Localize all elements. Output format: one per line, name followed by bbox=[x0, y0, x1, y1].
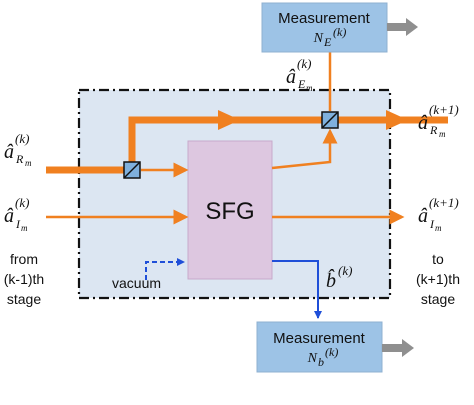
from-stage-label: from (k-1)th stage bbox=[4, 251, 44, 307]
measurement-top-title: Measurement bbox=[278, 10, 371, 27]
measurement-bottom-title: Measurement bbox=[273, 330, 366, 347]
svg-text:â: â bbox=[418, 112, 428, 134]
svg-text:(k+1): (k+1) bbox=[429, 195, 459, 210]
measurement-top-subscript: E bbox=[323, 35, 332, 49]
sfg-label: SFG bbox=[205, 198, 254, 225]
svg-text:R: R bbox=[15, 152, 24, 166]
svg-text:â: â bbox=[4, 141, 14, 163]
svg-text:(k+1): (k+1) bbox=[429, 102, 459, 117]
svg-text:(k+1)th: (k+1)th bbox=[416, 271, 460, 287]
label-a-rm-in: â (k) R m bbox=[4, 131, 32, 168]
svg-text:(k): (k) bbox=[338, 263, 352, 278]
label-b: b̂ (k) bbox=[326, 263, 352, 292]
measurement-bottom-symbol: N bbox=[307, 351, 318, 366]
vacuum-beam bbox=[145, 258, 185, 280]
svg-text:b̂: b̂ bbox=[326, 268, 336, 292]
svg-text:â: â bbox=[418, 205, 428, 227]
svg-text:â: â bbox=[4, 205, 14, 227]
svg-text:m: m bbox=[306, 83, 313, 93]
to-stage-label: to (k+1)th stage bbox=[416, 251, 460, 307]
measurement-bottom-subscript: b bbox=[318, 355, 324, 369]
label-a-im-in: â (k) I m bbox=[4, 195, 29, 233]
svg-text:stage: stage bbox=[7, 291, 41, 307]
svg-text:E: E bbox=[297, 77, 306, 91]
measurement-bottom-superscript: (k) bbox=[325, 345, 338, 359]
b-output-beam bbox=[272, 260, 322, 319]
r-upper-arrowhead bbox=[218, 110, 240, 130]
svg-text:I: I bbox=[429, 217, 435, 231]
measurement-bottom-box bbox=[256, 321, 383, 373]
svg-text:stage: stage bbox=[421, 291, 455, 307]
label-a-im-out: â (k+1) I m bbox=[418, 195, 459, 233]
svg-text:(k): (k) bbox=[297, 56, 311, 71]
svg-text:m: m bbox=[25, 158, 32, 168]
svg-text:(k-1)th: (k-1)th bbox=[4, 271, 44, 287]
measurement-top-symbol: N bbox=[313, 31, 324, 46]
measurement-bottom-output-arrow bbox=[382, 339, 414, 357]
svg-text:(k): (k) bbox=[15, 131, 29, 146]
svg-text:I: I bbox=[15, 217, 21, 231]
svg-text:R: R bbox=[429, 123, 438, 137]
label-a-rm-out: â (k+1) R m bbox=[418, 102, 459, 139]
svg-text:m: m bbox=[439, 129, 446, 139]
svg-text:m: m bbox=[435, 223, 442, 233]
svg-text:m: m bbox=[21, 223, 28, 233]
r-output-arrowhead bbox=[386, 110, 408, 130]
beam-splitter-right bbox=[321, 111, 339, 129]
beam-splitter-left bbox=[123, 161, 141, 179]
vacuum-label: vacuum bbox=[112, 275, 161, 291]
measurement-top-box bbox=[261, 2, 388, 53]
sfg-block bbox=[187, 140, 273, 280]
r-upper-beam bbox=[128, 116, 322, 166]
measurement-top-output-arrow bbox=[387, 18, 418, 36]
svg-text:from: from bbox=[10, 251, 38, 267]
label-a-em: â (k) E m bbox=[286, 56, 313, 93]
svg-text:â: â bbox=[286, 66, 296, 88]
svg-text:(k): (k) bbox=[15, 195, 29, 210]
svg-text:to: to bbox=[432, 251, 444, 267]
sfg-r-output-beam bbox=[271, 128, 338, 170]
measurement-top-superscript: (k) bbox=[333, 25, 346, 39]
